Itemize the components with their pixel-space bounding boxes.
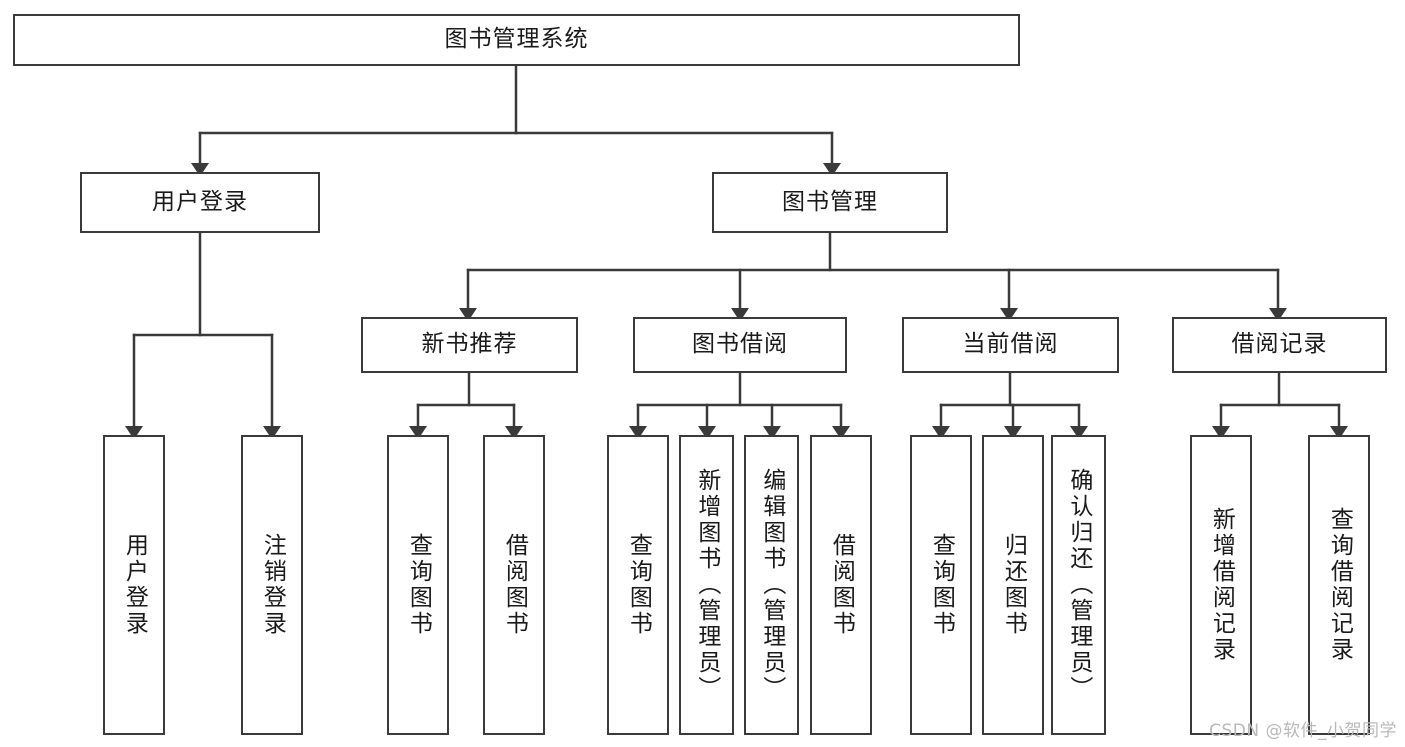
node-borrow-record[interactable]: 借阅记录 bbox=[1172, 317, 1387, 373]
node-leaf-query-book-2-label: 查询图书 bbox=[625, 533, 652, 637]
watermark-text: CSDN @软件_小贺同学 bbox=[1209, 721, 1397, 741]
node-leaf-confirm-return[interactable]: 确认归还（管理员） bbox=[1051, 435, 1106, 735]
node-leaf-user-logout[interactable]: 注销登录 bbox=[241, 435, 303, 735]
node-leaf-query-record-label: 查询借阅记录 bbox=[1326, 507, 1353, 663]
node-leaf-query-book-3-label: 查询图书 bbox=[928, 533, 955, 637]
node-leaf-user-logout-label: 注销登录 bbox=[259, 533, 286, 637]
node-user-login-label: 用户登录 bbox=[152, 188, 248, 215]
node-book-borrow-label: 图书借阅 bbox=[692, 331, 788, 358]
node-leaf-add-record-label: 新增借阅记录 bbox=[1208, 507, 1235, 663]
node-leaf-borrow-book-2-label: 借阅图书 bbox=[828, 533, 855, 637]
node-leaf-query-book-2[interactable]: 查询图书 bbox=[607, 435, 669, 735]
node-book-manage-label: 图书管理 bbox=[782, 188, 878, 215]
node-leaf-add-book-label: 新增图书（管理员） bbox=[693, 468, 720, 702]
node-new-book-recommend[interactable]: 新书推荐 bbox=[361, 317, 578, 373]
node-root[interactable]: 图书管理系统 bbox=[13, 14, 1020, 66]
node-root-label: 图书管理系统 bbox=[444, 26, 589, 53]
node-leaf-edit-book[interactable]: 编辑图书（管理员） bbox=[744, 435, 799, 735]
node-leaf-query-book-1-label: 查询图书 bbox=[405, 533, 432, 637]
node-leaf-add-record[interactable]: 新增借阅记录 bbox=[1190, 435, 1252, 735]
node-leaf-confirm-return-label: 确认归还（管理员） bbox=[1065, 468, 1092, 702]
node-current-borrow[interactable]: 当前借阅 bbox=[902, 317, 1119, 373]
node-leaf-borrow-book-2[interactable]: 借阅图书 bbox=[810, 435, 872, 735]
node-book-borrow[interactable]: 图书借阅 bbox=[633, 317, 847, 373]
node-leaf-return-book[interactable]: 归还图书 bbox=[982, 435, 1044, 735]
node-user-login[interactable]: 用户登录 bbox=[80, 172, 320, 233]
node-leaf-borrow-book-1-label: 借阅图书 bbox=[501, 533, 528, 637]
node-new-book-recommend-label: 新书推荐 bbox=[421, 331, 518, 358]
node-leaf-edit-book-label: 编辑图书（管理员） bbox=[758, 468, 785, 702]
node-leaf-return-book-label: 归还图书 bbox=[1000, 533, 1027, 637]
node-leaf-user-login-label: 用户登录 bbox=[121, 533, 148, 637]
node-book-manage[interactable]: 图书管理 bbox=[712, 172, 948, 233]
node-leaf-query-book-3[interactable]: 查询图书 bbox=[910, 435, 972, 735]
node-leaf-query-record[interactable]: 查询借阅记录 bbox=[1308, 435, 1370, 735]
node-leaf-user-login[interactable]: 用户登录 bbox=[103, 435, 165, 735]
node-leaf-borrow-book-1[interactable]: 借阅图书 bbox=[483, 435, 545, 735]
node-leaf-add-book[interactable]: 新增图书（管理员） bbox=[679, 435, 734, 735]
node-current-borrow-label: 当前借阅 bbox=[962, 331, 1059, 358]
node-leaf-query-book-1[interactable]: 查询图书 bbox=[387, 435, 449, 735]
node-borrow-record-label: 借阅记录 bbox=[1231, 331, 1328, 358]
